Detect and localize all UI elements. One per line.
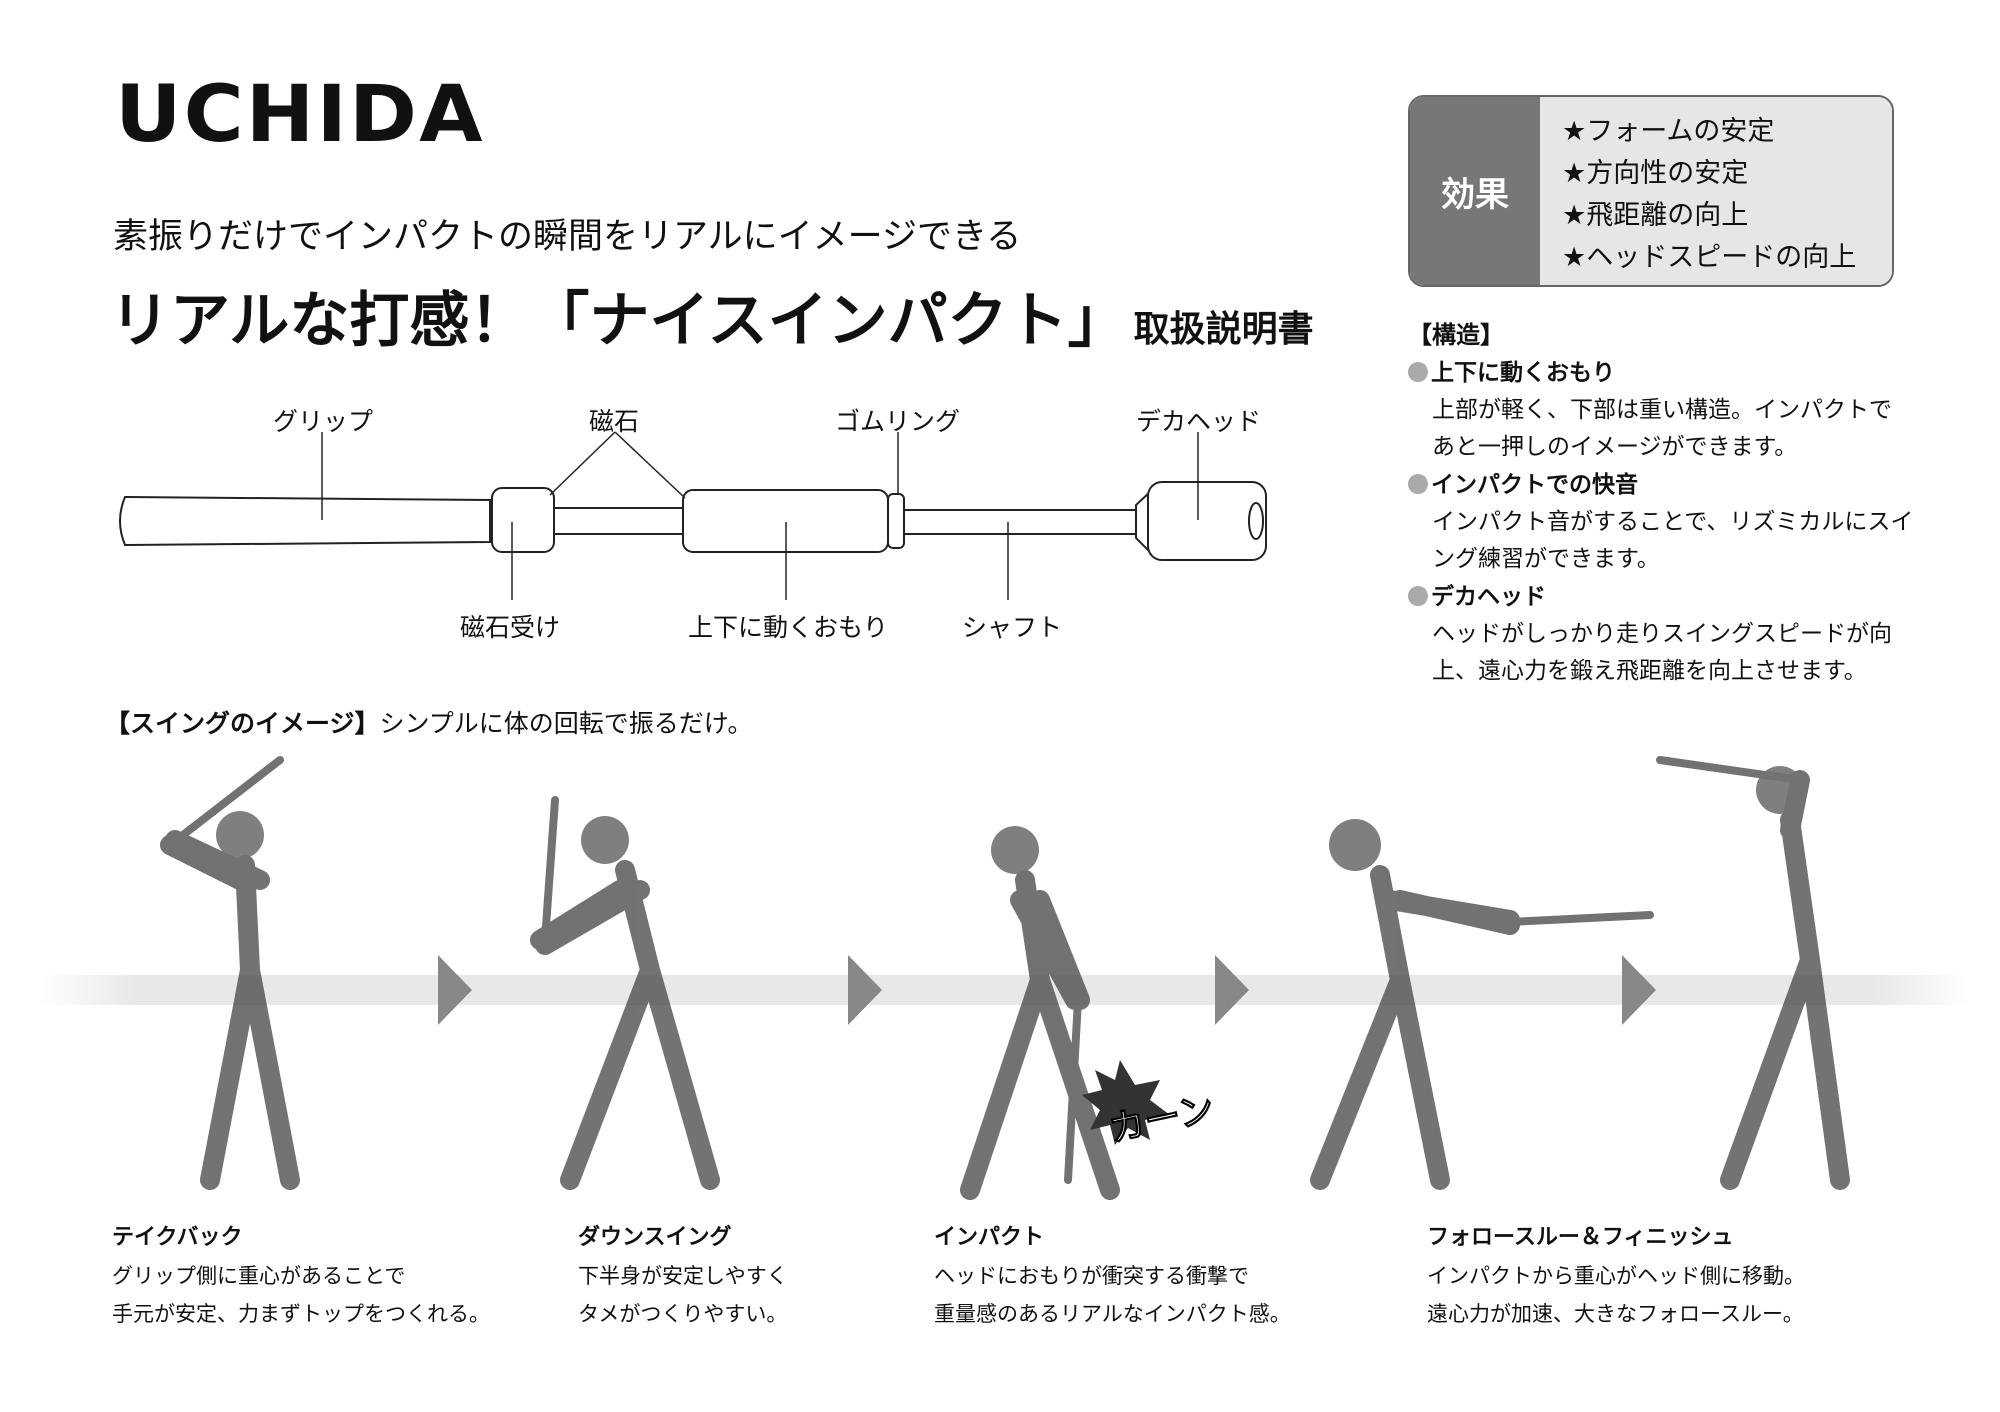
- rubber-ring-shape: [887, 493, 905, 549]
- step-downswing: ダウンスイング下半身が安定しやすくタメがつくりやすい。: [578, 1218, 788, 1333]
- uchida-logo: UCHIDA: [115, 70, 485, 160]
- shaft-shape: [553, 507, 685, 535]
- step-text: 下半身が安定しやすく: [578, 1264, 788, 1288]
- effect-item: ★飛距離の向上: [1562, 200, 1749, 231]
- page-title: リアルな打感！「ナイスインパクト」取扱説明書: [110, 272, 1314, 359]
- impact-burst-icon: [1082, 1060, 1170, 1145]
- subtitle: 素振りだけでインパクトの瞬間をリアルにイメージできる: [113, 217, 1022, 257]
- step-text: グリップ側に重心があることで: [112, 1264, 406, 1288]
- structure-item-title: インパクトでの快音: [1408, 466, 1913, 504]
- magnet-receiver-shape: [491, 487, 555, 553]
- step-impact: インパクトヘッドにおもりが衝突する衝撃で重量感のあるリアルなインパクト感。: [934, 1218, 1291, 1333]
- swing-subheading: シンプルに体の回転で振るだけ。: [379, 709, 753, 738]
- step-title: ダウンスイング: [578, 1225, 732, 1250]
- shaft-shape: [903, 509, 1137, 535]
- step-text: インパクトから重心がヘッド側に移動。: [1427, 1264, 1805, 1288]
- golfer-finish: [1656, 756, 1850, 1190]
- label-magnet: 磁石: [589, 407, 640, 436]
- title-suffix: 取扱説明書: [1133, 309, 1314, 350]
- label-grip: グリップ: [273, 407, 374, 436]
- label-rubber-ring: ゴムリング: [835, 407, 961, 436]
- structure-item-title: 上下に動くおもり: [1408, 354, 1913, 392]
- arrow-icon: [848, 955, 882, 1025]
- structure-item-text: インパクト音がすることで、リズミカルにスイ: [1432, 509, 1914, 535]
- step-takeback: テイクバックグリップ側に重心があることで手元が安定、力まずトップをつくれる。: [112, 1218, 490, 1333]
- effect-item: ★ヘッドスピードの向上: [1562, 242, 1857, 273]
- title-main: リアルな打感！「ナイスインパクト」: [110, 286, 1128, 356]
- grip-shape: [119, 495, 491, 547]
- step-title: インパクト: [934, 1225, 1045, 1250]
- effect-box: 効果 ★フォームの安定 ★方向性の安定 ★飛距離の向上 ★ヘッドスピードの向上: [1408, 95, 1894, 287]
- label-magnet-receiver: 磁石受け: [460, 613, 561, 642]
- step-text: 重量感のあるリアルなインパクト感。: [934, 1302, 1291, 1326]
- golfer-follow-through: [1310, 819, 1654, 1190]
- effect-label: 効果: [1410, 97, 1540, 285]
- arrow-icon: [1622, 955, 1656, 1025]
- arrow-icon: [438, 955, 472, 1025]
- step-follow-through: フォロースルー＆フィニッシュインパクトから重心がヘッド側に移動。遠心力が加速、大…: [1427, 1218, 1805, 1333]
- structure-item-text: 上、遠心力を鍛え飛距離を向上させます。: [1432, 658, 1867, 684]
- arrow-icon: [1215, 955, 1249, 1025]
- step-title: フォロースルー＆フィニッシュ: [1427, 1225, 1734, 1250]
- flow-band: [40, 975, 1970, 1005]
- step-text: ヘッドにおもりが衝突する衝撃で: [934, 1264, 1249, 1288]
- label-big-head: デカヘッド: [1136, 407, 1262, 436]
- effect-item: ★方向性の安定: [1562, 158, 1749, 189]
- structure-section: 【構造】 上下に動くおもり 上部が軽く、下部は重い構造。インパクトで あと一押し…: [1408, 316, 1913, 690]
- golfer-downswing: [530, 796, 720, 1190]
- golfer-impact: [960, 826, 1120, 1200]
- label-moving-weight: 上下に動くおもり: [688, 613, 889, 642]
- structure-item-text: あと一押しのイメージができます。: [1432, 434, 1798, 460]
- structure-heading: 【構造】: [1408, 321, 1504, 349]
- structure-item-text: ング練習ができます。: [1432, 546, 1660, 572]
- swing-heading: 【スイングのイメージ】シンプルに体の回転で振るだけ。: [105, 704, 753, 740]
- big-head-shape: [1147, 481, 1267, 561]
- step-title: テイクバック: [112, 1225, 243, 1250]
- golfer-takeback: [160, 756, 300, 1190]
- step-text: 遠心力が加速、大きなフォロースルー。: [1427, 1302, 1804, 1326]
- step-text: 手元が安定、力まずトップをつくれる。: [112, 1302, 490, 1326]
- label-shaft: シャフト: [962, 613, 1063, 642]
- product-diagram: [119, 431, 1267, 600]
- effect-item: ★フォームの安定: [1562, 116, 1775, 147]
- swing-illustrations: [40, 756, 1970, 1200]
- structure-item-text: ヘッドがしっかり走りスイングスピードが向: [1432, 621, 1892, 647]
- structure-item-title: デカヘッド: [1408, 578, 1913, 616]
- structure-item-text: 上部が軽く、下部は重い構造。インパクトで: [1432, 397, 1892, 423]
- swing-heading-label: 【スイングのイメージ】: [105, 709, 380, 738]
- step-text: タメがつくりやすい。: [578, 1302, 788, 1326]
